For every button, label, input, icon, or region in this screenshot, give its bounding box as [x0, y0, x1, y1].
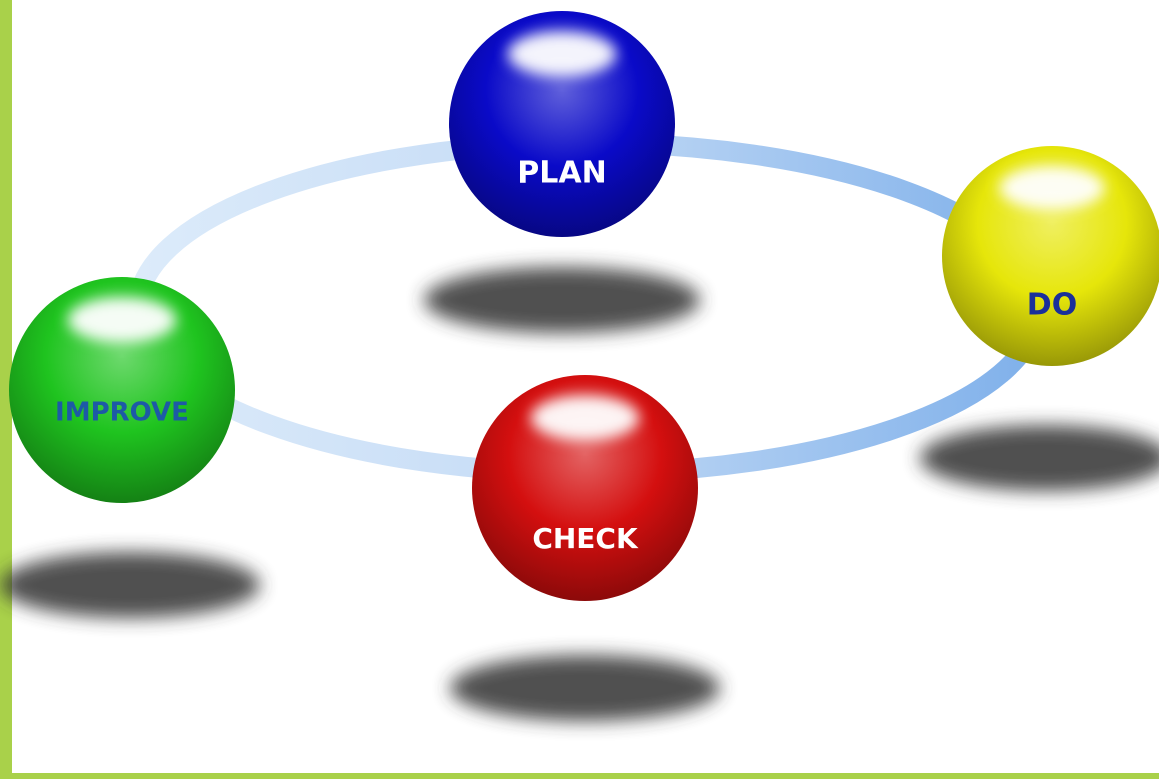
- check-shadow: [450, 655, 720, 721]
- shadow-layer: [0, 267, 1159, 721]
- do-sphere-body: [942, 146, 1159, 366]
- do-shadow: [920, 425, 1159, 491]
- sphere-plan: PLAN: [449, 11, 675, 237]
- plan-shadow: [424, 267, 700, 333]
- improve-sphere-body: [9, 277, 235, 503]
- check-label: CHECK: [532, 522, 639, 555]
- plan-sphere-highlight: [507, 31, 617, 77]
- sphere-layer: PLAN DO CHECK IMPROVE: [9, 11, 1159, 601]
- plan-label: PLAN: [517, 156, 606, 191]
- sphere-do: DO: [942, 146, 1159, 366]
- do-label: DO: [1027, 288, 1077, 323]
- do-sphere-highlight: [999, 165, 1105, 210]
- sphere-improve: IMPROVE: [9, 277, 235, 503]
- improve-label: IMPROVE: [55, 398, 189, 428]
- bottom-frame-border: [0, 773, 1159, 779]
- plan-sphere-body: [449, 11, 675, 237]
- check-sphere-body: [472, 375, 698, 601]
- improve-shadow: [0, 552, 260, 618]
- improve-sphere-highlight: [67, 297, 177, 343]
- check-sphere-highlight: [530, 395, 640, 441]
- sphere-check: CHECK: [472, 375, 698, 601]
